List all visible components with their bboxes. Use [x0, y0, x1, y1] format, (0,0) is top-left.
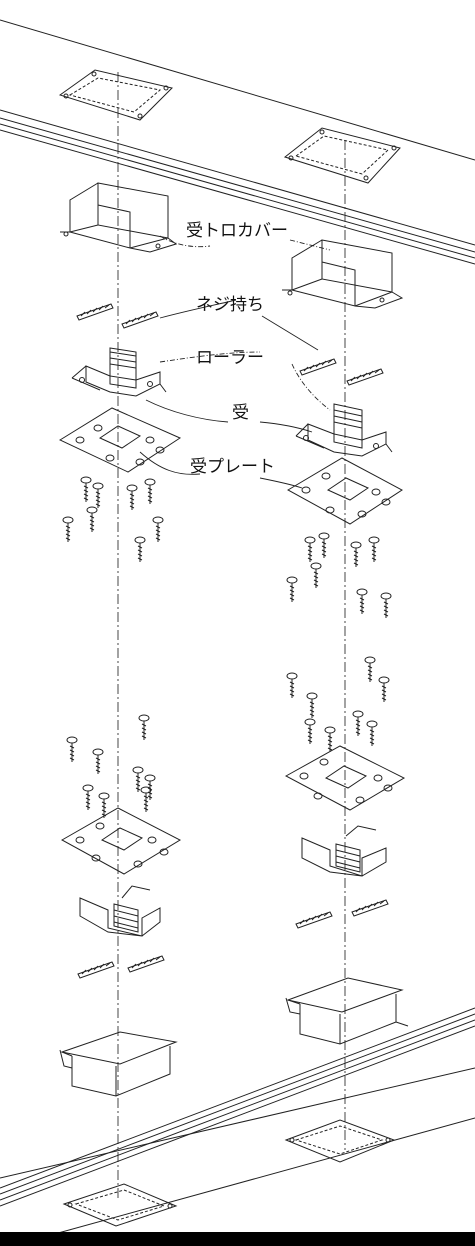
- screws-top-right: [286, 532, 392, 619]
- screw-holder-top-left-b: [121, 311, 159, 329]
- roller-receiver-bottom-right: [301, 825, 387, 877]
- receiver-plate-label: 受プレート: [190, 457, 275, 477]
- screw-holder-bottom-left-b: [127, 955, 165, 973]
- receiver-plate-bottom-left: [60, 807, 182, 875]
- roller-cover-label: 受トロカバー: [186, 221, 288, 241]
- receiver-label: 受: [232, 403, 249, 423]
- screw-holder-bottom-left-a: [77, 961, 115, 979]
- roller-receiver-bottom-left: [79, 885, 161, 937]
- center-axis-lines: [117, 72, 346, 1200]
- receiver-plate-bottom-right: [284, 745, 406, 811]
- top-mount-plate-right: [283, 127, 401, 184]
- bottom-mount-plate-right: [284, 1119, 396, 1163]
- roller-receiver-top-left: [71, 347, 167, 397]
- screws-bottom-left: [66, 714, 156, 819]
- screw-holder-top-right-a: [299, 358, 337, 376]
- screw-holder-bottom-right-a: [295, 911, 333, 929]
- top-mount-plate-left: [58, 69, 173, 121]
- roller-cover-bottom-left: [59, 1031, 178, 1097]
- leader-lines: [139, 235, 331, 489]
- roller-cover-top-left: [60, 182, 178, 253]
- receiver-plate-top-right: [286, 457, 403, 525]
- roller-label: ローラー: [196, 348, 264, 368]
- roller-receiver-top-right: [295, 403, 393, 457]
- roller-cover-bottom-right: [285, 977, 409, 1045]
- screw-holder-label: ネジ持ち: [196, 295, 264, 315]
- bottom-rail: [0, 1007, 475, 1239]
- screws-top-left: [62, 476, 164, 563]
- screw-holder-top-right-b: [346, 368, 384, 386]
- top-rail: [0, 19, 475, 265]
- bottom-black-bar: [0, 1232, 475, 1246]
- roller-cover-top-right: [282, 239, 404, 309]
- screws-bottom-right: [286, 656, 390, 753]
- screw-holder-top-left-a: [76, 303, 114, 321]
- receiver-plate-top-left: [58, 407, 182, 473]
- screw-holder-bottom-right-b: [351, 899, 389, 917]
- bottom-mount-plate-left: [62, 1183, 178, 1227]
